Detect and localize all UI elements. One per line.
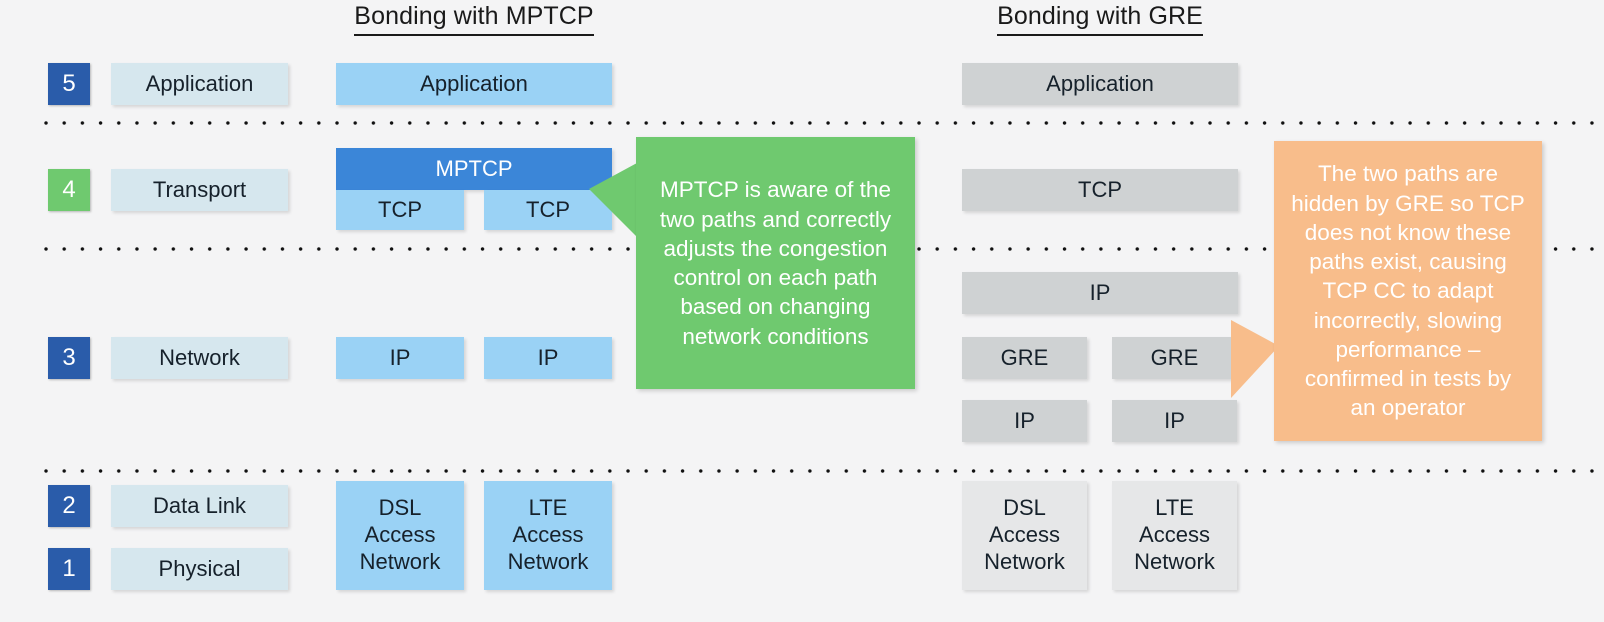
gre-box-application: Application [962, 63, 1238, 105]
gre-callout: The two paths are hidden by GRE so TCP d… [1274, 141, 1542, 441]
column-heading-mptcp: Bonding with MPTCP [336, 2, 612, 36]
gre-box-gre-right: GRE [1112, 337, 1237, 379]
mptcp-box-application: Application [336, 63, 612, 105]
mptcp-box-tcp-left: TCP [336, 190, 464, 230]
gre-box-gre-left: GRE [962, 337, 1087, 379]
mptcp-lte-line-3: Network [507, 548, 589, 574]
gre-box-tcp: TCP [962, 169, 1238, 211]
gre-lte-line-3: Network [1134, 548, 1215, 574]
mptcp-lte-line-1: LTE [528, 495, 568, 521]
layer-badge-4: 4 [48, 169, 90, 211]
separator-app-transport [44, 121, 1596, 126]
osi-layer-application: Application [111, 63, 288, 105]
osi-layer-network: Network [111, 337, 288, 379]
mptcp-callout-pointer [589, 163, 637, 237]
gre-lte-line-2: Access [1139, 522, 1210, 548]
mptcp-box-lte-access-network: LTE Access Network [484, 481, 612, 590]
column-heading-mptcp-text: Bonding with MPTCP [354, 2, 594, 36]
layer-badge-3: 3 [48, 337, 90, 379]
column-heading-gre-text: Bonding with GRE [997, 2, 1203, 36]
mptcp-box-ip-right: IP [484, 337, 612, 379]
osi-layer-datalink: Data Link [111, 485, 288, 527]
mptcp-dsl-line-1: DSL [378, 495, 422, 521]
gre-callout-pointer [1231, 320, 1279, 398]
gre-box-dsl-access-network: DSL Access Network [962, 481, 1087, 590]
mptcp-box-mptcp: MPTCP [336, 148, 612, 190]
osi-layer-physical: Physical [111, 548, 288, 590]
mptcp-box-dsl-access-network: DSL Access Network [336, 481, 464, 590]
gre-dsl-line-2: Access [989, 522, 1060, 548]
gre-dsl-line-1: DSL [1003, 495, 1046, 521]
mptcp-dsl-line-3: Network [359, 548, 441, 574]
layer-badge-2: 2 [48, 485, 90, 527]
column-heading-gre: Bonding with GRE [962, 2, 1238, 36]
mptcp-callout: MPTCP is aware of the two paths and corr… [636, 137, 915, 389]
gre-lte-line-1: LTE [1155, 495, 1194, 521]
gre-dsl-line-3: Network [984, 548, 1065, 574]
separator-network-datalink [44, 469, 1596, 474]
gre-box-ip-outer: IP [962, 272, 1238, 314]
osi-layer-transport: Transport [111, 169, 288, 211]
gre-box-lte-access-network: LTE Access Network [1112, 481, 1237, 590]
mptcp-lte-line-2: Access [512, 522, 584, 548]
gre-box-ip-right: IP [1112, 400, 1237, 442]
mptcp-box-ip-left: IP [336, 337, 464, 379]
mptcp-dsl-line-2: Access [364, 522, 436, 548]
layer-badge-5: 5 [48, 63, 90, 105]
layer-badge-1: 1 [48, 548, 90, 590]
gre-box-ip-left: IP [962, 400, 1087, 442]
